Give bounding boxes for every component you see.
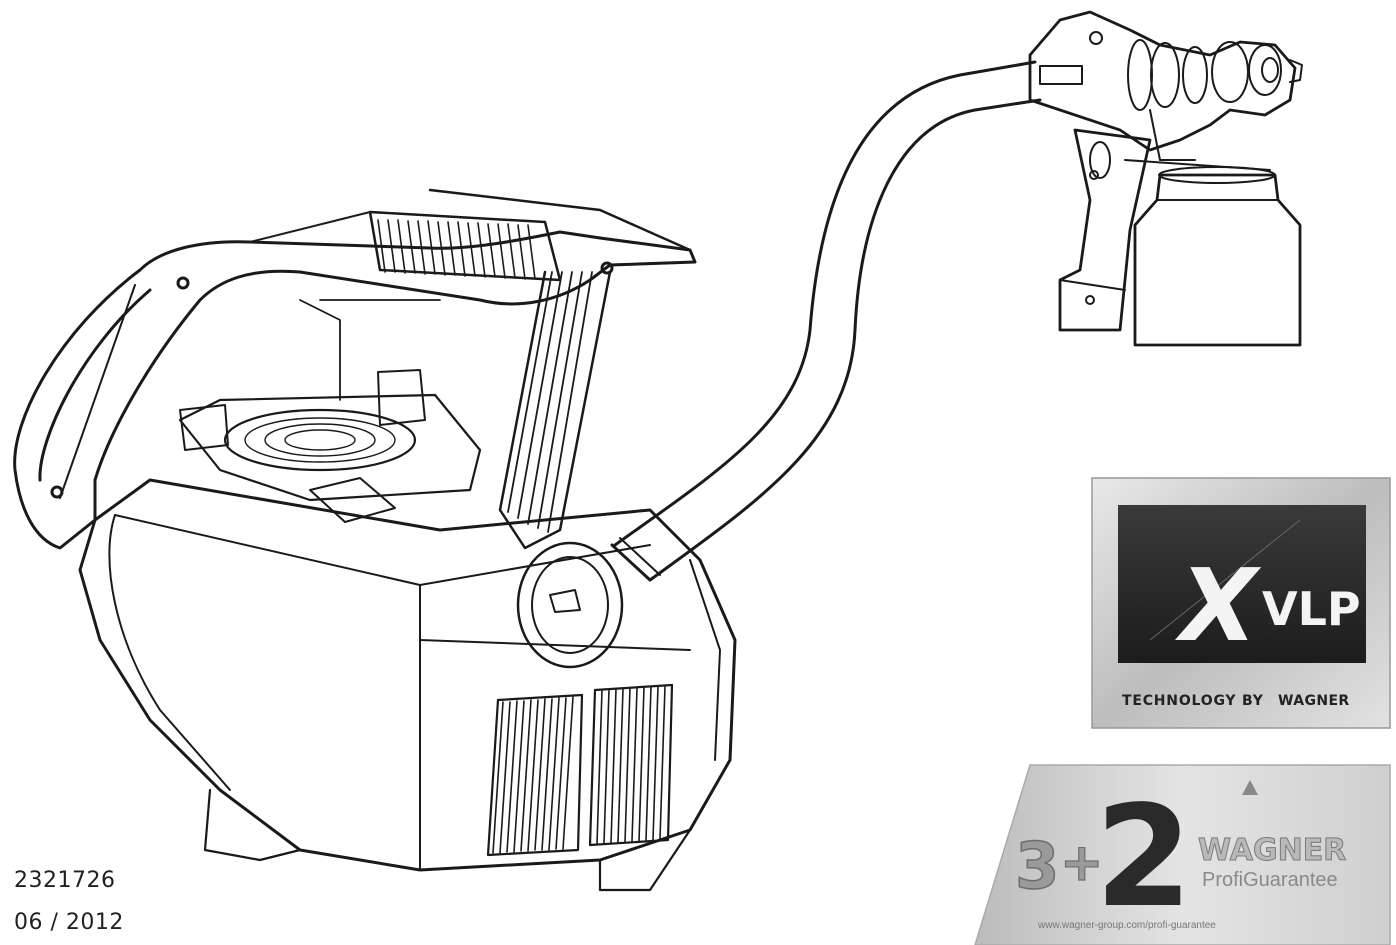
xvlp-brand: WAGNER bbox=[1278, 693, 1350, 709]
spray-gun bbox=[1028, 10, 1303, 347]
xvlp-logo-vlp: VLP bbox=[1262, 582, 1361, 636]
document-number: 2321726 bbox=[14, 868, 116, 893]
guarantee-badge: 3 + 2 WAGNER ProfiGuarantee www.wagner-g… bbox=[974, 764, 1391, 945]
xvlp-logo-x: X bbox=[1174, 547, 1262, 664]
guarantee-url: www.wagner-group.com/profi-guarantee bbox=[1037, 920, 1216, 931]
turbine-housing bbox=[78, 478, 737, 872]
xvlp-badge: X VLP TECHNOLOGY BY WAGNER bbox=[1091, 477, 1391, 729]
guarantee-years-a: 3 bbox=[1015, 830, 1060, 904]
turbine-unit bbox=[13, 188, 737, 892]
fan-disc bbox=[223, 408, 417, 472]
hose-port bbox=[516, 541, 624, 669]
xvlp-tagline: TECHNOLOGY BY bbox=[1122, 693, 1264, 709]
air-hose bbox=[610, 60, 1042, 582]
guarantee-years-b: 2 bbox=[1095, 776, 1192, 939]
side-vents bbox=[486, 683, 674, 857]
guarantee-plus: + bbox=[1060, 833, 1104, 893]
gun-handle bbox=[1058, 128, 1152, 332]
guarantee-program: ProfiGuarantee bbox=[1202, 869, 1338, 891]
turbine-handle-frame bbox=[13, 230, 697, 550]
guarantee-brand: WAGNER bbox=[1198, 833, 1346, 868]
paint-container bbox=[1133, 173, 1302, 347]
document-date: 06 / 2012 bbox=[14, 910, 124, 935]
wagner-triangle-icon bbox=[1242, 780, 1258, 795]
